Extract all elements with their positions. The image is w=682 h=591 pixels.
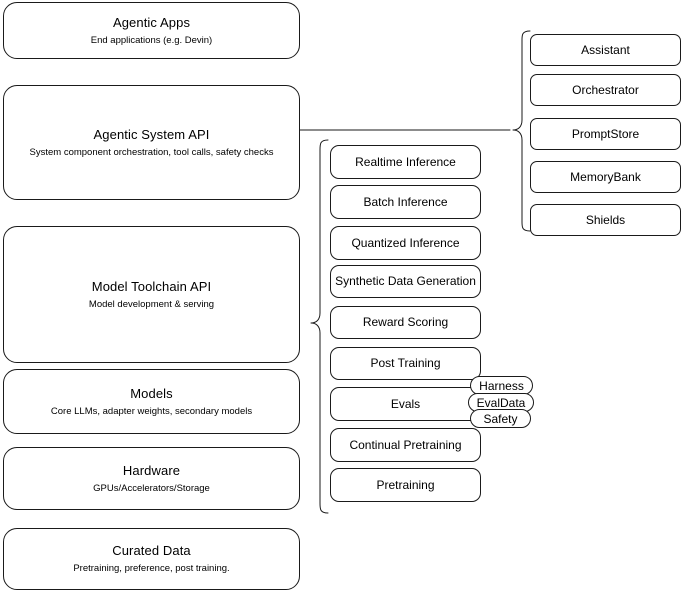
layer-agentic-apps[interactable]: Agentic Apps End applications (e.g. Devi… [3, 2, 300, 59]
component-orchestrator[interactable]: Orchestrator [530, 74, 681, 106]
layer-title: Hardware [122, 462, 181, 478]
capability-label: Realtime Inference [355, 154, 456, 169]
capability-label: Post Training [370, 356, 441, 370]
layer-subtitle: System component orchestration, tool cal… [29, 146, 274, 158]
component-label: Assistant [581, 42, 630, 57]
layer-subtitle: Pretraining, preference, post training. [73, 563, 230, 574]
component-promptstore[interactable]: PromptStore [530, 118, 681, 150]
brace-toolchain-capabilities [310, 139, 330, 514]
layer-models[interactable]: Models Core LLMs, adapter weights, secon… [3, 369, 300, 434]
layer-subtitle: Core LLMs, adapter weights, secondary mo… [50, 405, 253, 417]
layer-agentic-system-api[interactable]: Agentic System API System component orch… [3, 85, 300, 200]
connector-agentic-system-line [299, 120, 518, 140]
capability-label: Evals [390, 396, 421, 411]
evals-subcomponent-label: Safety [483, 411, 518, 426]
capability-synthetic-data-generation[interactable]: Synthetic Data Generation [330, 265, 481, 298]
layer-hardware[interactable]: Hardware GPUs/Accelerators/Storage [3, 447, 300, 510]
component-memorybank[interactable]: MemoryBank [530, 161, 681, 193]
component-shields[interactable]: Shields [530, 204, 681, 236]
layer-model-toolchain-api[interactable]: Model Toolchain API Model development & … [3, 226, 300, 363]
capability-batch-inference[interactable]: Batch Inference [330, 185, 481, 219]
capability-pretraining[interactable]: Pretraining [330, 468, 481, 502]
capability-post-training[interactable]: Post Training [330, 347, 481, 380]
evals-subcomponent-evaldata[interactable]: EvalData [468, 393, 534, 412]
capability-reward-scoring[interactable]: Reward Scoring [330, 306, 481, 339]
evals-subcomponent-safety[interactable]: Safety [470, 409, 531, 428]
brace-agentic-system-components [512, 30, 532, 232]
capability-label: Reward Scoring [362, 315, 449, 329]
layer-subtitle: Model development & serving [88, 298, 215, 310]
capability-evals[interactable]: Evals [330, 387, 481, 421]
layer-title: Agentic Apps [112, 14, 191, 30]
layer-subtitle: End applications (e.g. Devin) [90, 34, 213, 46]
layer-subtitle: GPUs/Accelerators/Storage [93, 482, 210, 494]
layer-curated-data[interactable]: Curated Data Pretraining, preference, po… [3, 528, 300, 590]
layer-title: Model Toolchain API [91, 278, 212, 294]
capability-label: Batch Inference [363, 194, 448, 209]
layer-title: Curated Data [112, 543, 191, 558]
component-label: Orchestrator [572, 82, 639, 97]
capability-label: Quantized Inference [351, 235, 460, 250]
capability-quantized-inference[interactable]: Quantized Inference [330, 226, 481, 260]
component-assistant[interactable]: Assistant [530, 34, 681, 66]
component-label: Shields [585, 212, 626, 227]
capability-label: Synthetic Data Generation [335, 274, 476, 288]
evals-subcomponent-label: Harness [479, 378, 524, 393]
component-label: MemoryBank [570, 169, 641, 184]
capability-continual-pretraining[interactable]: Continual Pretraining [330, 428, 481, 462]
component-label: PromptStore [571, 126, 640, 141]
capability-label: Pretraining [376, 477, 435, 492]
capability-label: Continual Pretraining [349, 437, 462, 452]
layer-title: Models [130, 385, 173, 401]
capability-realtime-inference[interactable]: Realtime Inference [330, 145, 481, 179]
evals-subcomponent-label: EvalData [476, 395, 526, 410]
layer-title: Agentic System API [93, 126, 210, 142]
